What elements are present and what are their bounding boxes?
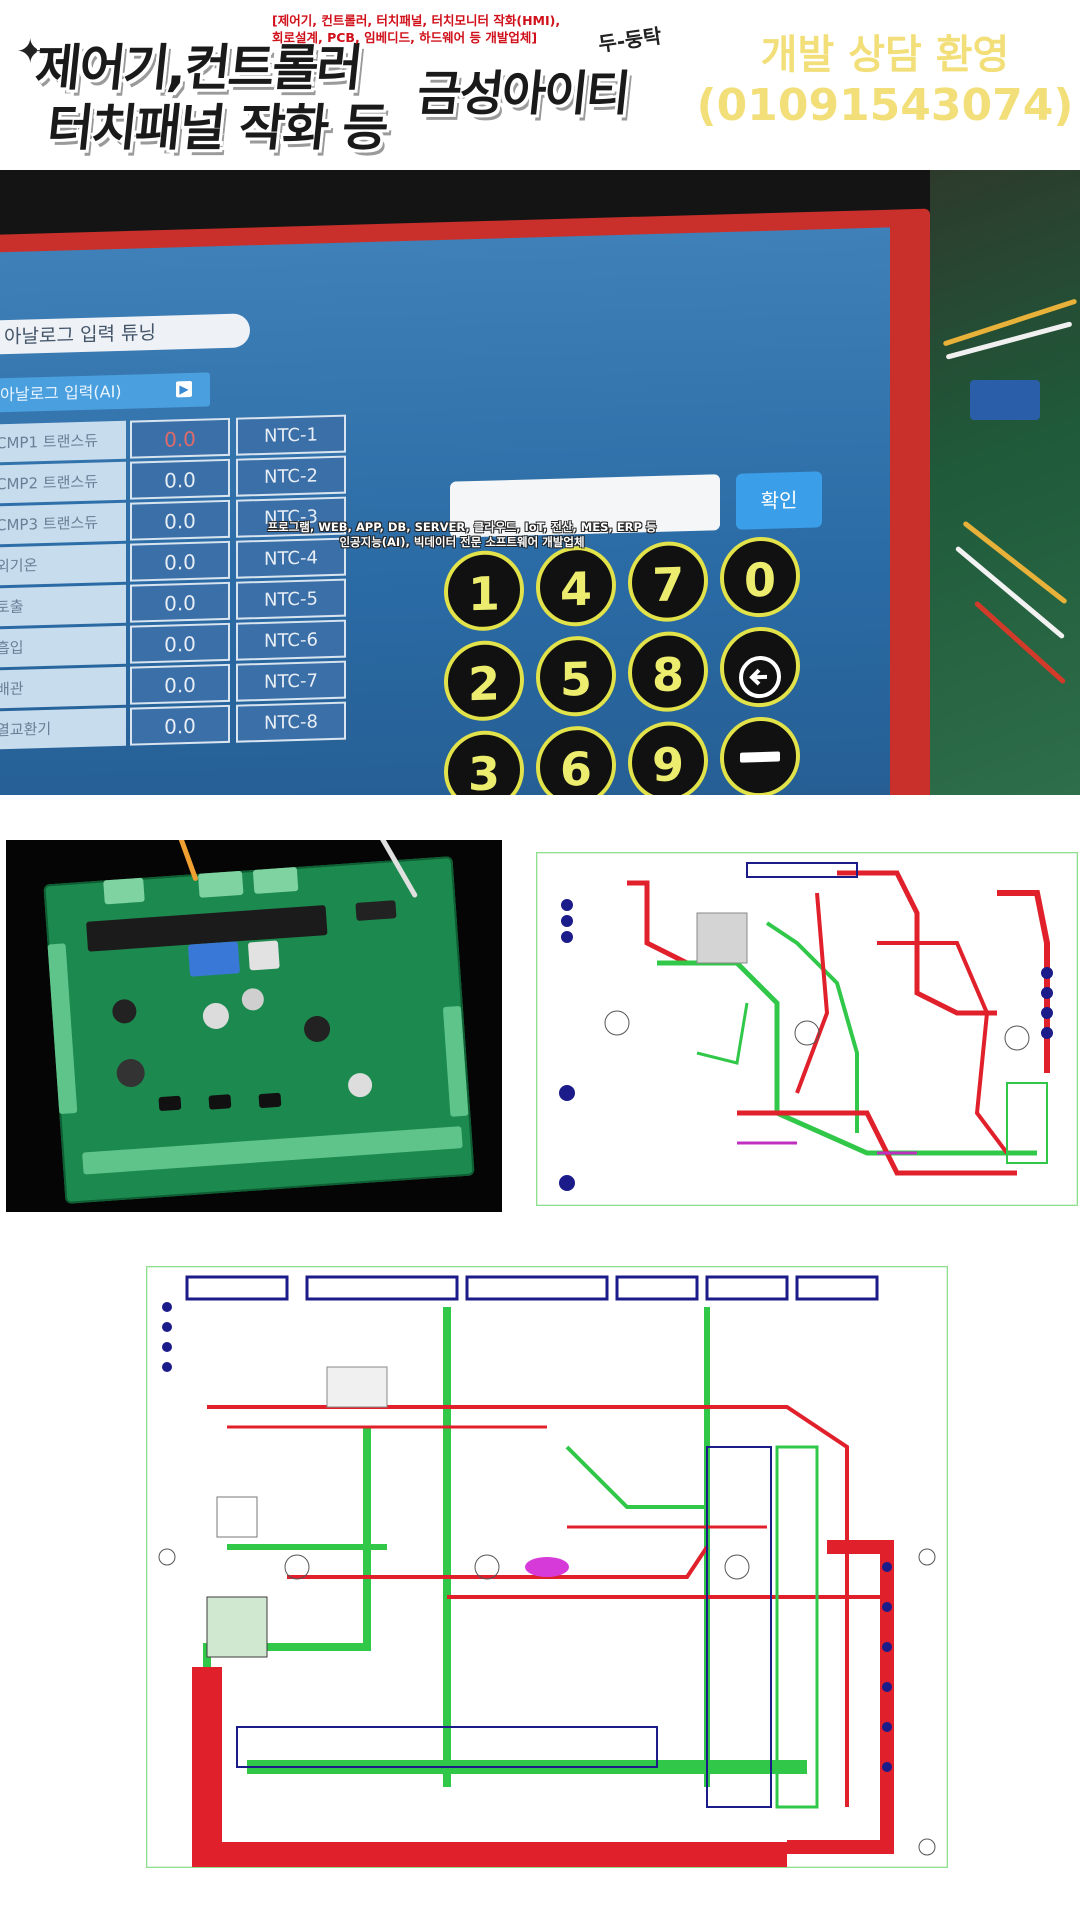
row-ntc-label: NTC-6 <box>236 619 346 661</box>
controller-board-background <box>930 170 1080 795</box>
sparkle-icon: ✦ <box>16 32 45 72</box>
row-label: 외기온 <box>0 543 126 586</box>
screen-title: 아날로그 입력 튜닝 <box>0 313 250 355</box>
services-text: [제어기, 컨트롤러, 터치패널, 터치모니터 작화(HMI), 회로설계, P… <box>272 12 602 46</box>
digit-key-5[interactable]: 5 <box>536 635 616 718</box>
pcb-traces-right <box>537 853 1077 1205</box>
brand-name: 금성아이티 <box>414 66 632 122</box>
row-value[interactable]: 0.0 <box>130 540 230 582</box>
arrow-right-icon: ▶ <box>176 380 192 398</box>
minus-icon[interactable] <box>720 715 800 795</box>
row-ntc-label: NTC-1 <box>236 414 346 456</box>
row-value[interactable]: 0.0 <box>130 663 230 705</box>
row-value[interactable]: 0.0 <box>130 499 230 541</box>
confirm-button[interactable]: 확인 <box>736 471 822 530</box>
row-label: 열교환기 <box>0 707 126 750</box>
pcb-layout-top-view <box>536 852 1078 1206</box>
pcb-photo <box>6 840 502 1212</box>
digit-key-9[interactable]: 9 <box>628 720 708 795</box>
back-arrow-icon[interactable] <box>720 625 800 709</box>
header-banner: ✦ 제어기,컨트롤러 터치패널 작화 등 [제어기, 컨트롤러, 터치패널, 터… <box>0 0 1080 170</box>
row-label: 흡입 <box>0 625 126 668</box>
pcb-layout-full-view <box>146 1266 948 1868</box>
digit-key-0[interactable]: 0 <box>720 535 800 619</box>
software-overlay-text: 프로그램, WEB, APP, DB, SERVER, 클라우드, IoT, 전… <box>262 520 662 550</box>
row-value[interactable]: 0.0 <box>130 704 230 746</box>
row-label: CMP3 트랜스듀 <box>0 502 126 545</box>
row-label: CMP1 트랜스듀 <box>0 420 126 463</box>
headline-line2: 터치패널 작화 등 <box>44 99 390 157</box>
services-line2: 회로설계, PCB, 임베디드, 하드웨어 등 개발업체] <box>272 30 538 45</box>
row-value[interactable]: 0.0 <box>130 417 230 459</box>
row-ntc-label: NTC-8 <box>236 701 346 743</box>
row-ntc-label: NTC-7 <box>236 660 346 702</box>
services-line1: [제어기, 컨트롤러, 터치패널, 터치모니터 작화(HMI), <box>272 13 561 28</box>
digit-key-1[interactable]: 1 <box>444 549 524 632</box>
digit-key-4[interactable]: 4 <box>536 545 616 628</box>
row-value[interactable]: 0.0 <box>130 622 230 664</box>
digit-key-8[interactable]: 8 <box>628 630 708 713</box>
row-ntc-label: NTC-2 <box>236 455 346 497</box>
green-circuit-board <box>43 856 475 1204</box>
row-label: 토출 <box>0 584 126 627</box>
digit-key-2[interactable]: 2 <box>444 639 524 722</box>
digit-key-7[interactable]: 7 <box>628 540 708 623</box>
brand-tag: 두-둥탁 <box>596 23 664 57</box>
digit-key-3[interactable]: 3 <box>444 729 524 795</box>
digit-key-6[interactable]: 6 <box>536 725 616 795</box>
consult-text: 개발 상담 환영 <box>760 32 1010 78</box>
phone-number: (01091543074) <box>696 80 1074 131</box>
row-value[interactable]: 0.0 <box>130 458 230 500</box>
pcb-traces-bottom <box>147 1267 947 1867</box>
overlay-line2: 인공지능(AI), 빅데이터 전문 소프트웨어 개발업체 <box>339 535 585 549</box>
overlay-line1: 프로그램, WEB, APP, DB, SERVER, 클라우드, IoT, 전… <box>267 520 657 534</box>
row-label: 배관 <box>0 666 126 709</box>
row-label: CMP2 트랜스듀 <box>0 461 126 504</box>
row-ntc-label: NTC-5 <box>236 578 346 620</box>
row-value[interactable]: 0.0 <box>130 581 230 623</box>
